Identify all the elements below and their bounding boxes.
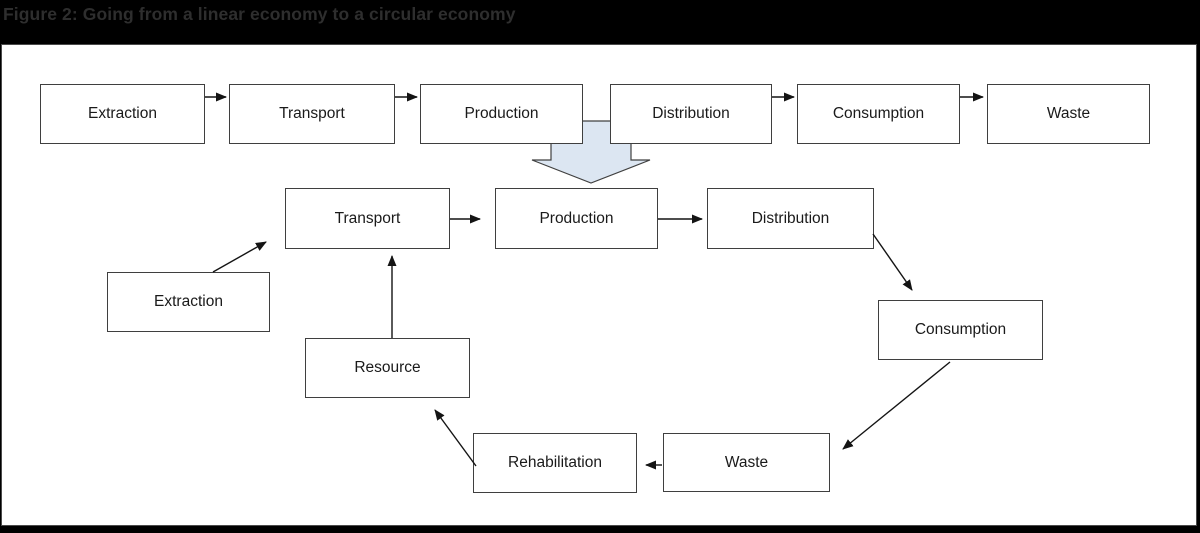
node-label: Waste [724,453,769,471]
node-label: Rehabilitation [508,454,602,471]
node-label: Waste [1046,105,1091,122]
figure-title: Figure 2: Going from a linear economy to… [3,4,516,24]
node-label: Extraction [88,105,157,122]
circular-node-resource: Resource [305,338,470,398]
linear-node-waste: Waste [987,84,1150,144]
circular-node-waste: Waste [663,433,830,492]
linear-node-transport: Transport [229,84,395,144]
node-label: Consumption [832,105,925,122]
node-label: Production [464,105,539,122]
circular-node-rehabilitation: Rehabilitation [473,433,637,493]
linear-node-extraction: Extraction [40,84,205,144]
linear-node-production: Production [420,84,583,144]
linear-node-distribution: Distribution [610,84,772,144]
circular-node-transport: Transport [285,188,450,249]
node-label: Transport [279,105,345,122]
node-label: Transport [334,209,401,227]
node-label: Resource [354,359,421,376]
circular-node-extraction: Extraction [107,272,270,332]
node-label: Production [539,209,614,227]
node-label: Extraction [154,293,223,310]
circular-node-consumption: Consumption [878,300,1043,360]
linear-node-consumption: Consumption [797,84,960,144]
circular-node-production: Production [495,188,658,249]
node-label: Consumption [914,321,1007,338]
node-label: Distribution [652,105,730,122]
circular-node-distribution: Distribution [707,188,874,249]
node-label: Distribution [751,209,830,227]
